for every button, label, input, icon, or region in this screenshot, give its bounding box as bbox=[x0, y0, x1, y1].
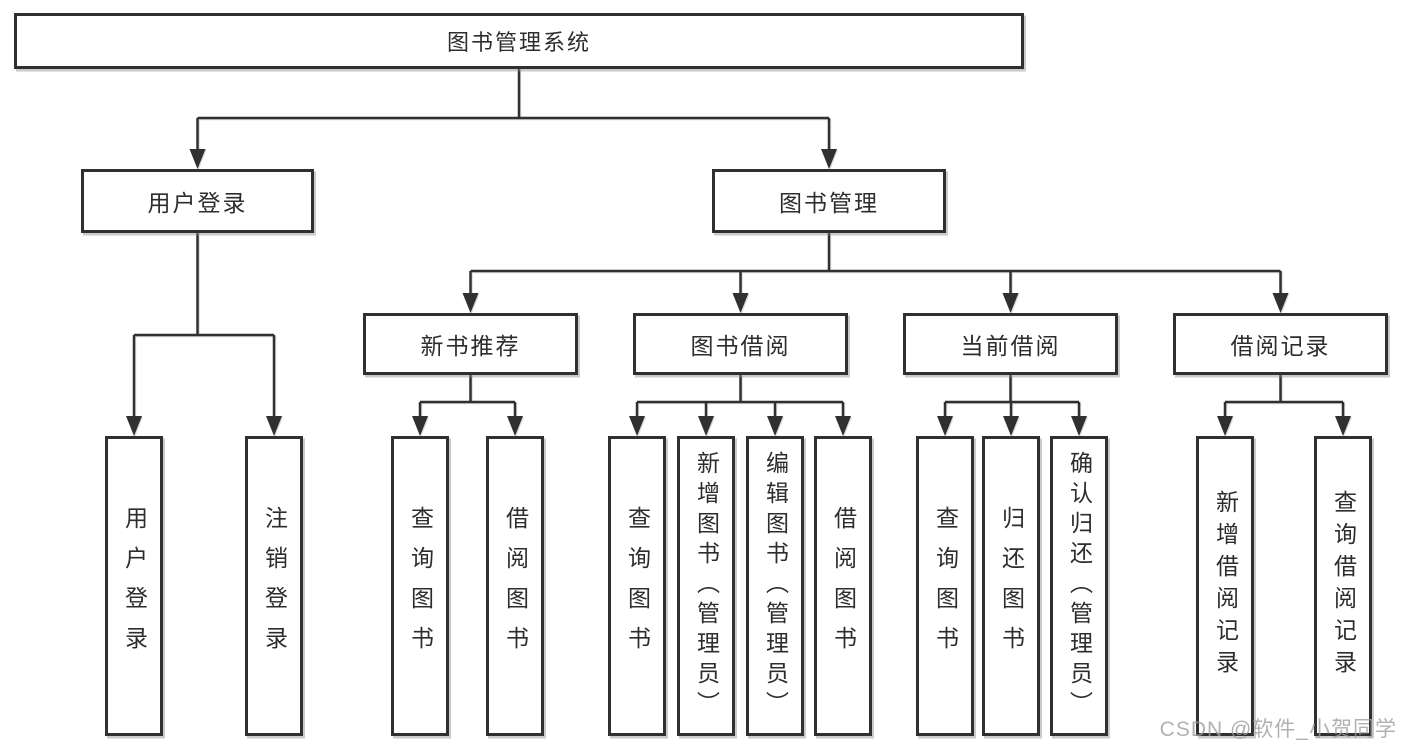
arrow-down-icon bbox=[732, 293, 749, 313]
arrow-down-icon bbox=[266, 416, 282, 436]
leaf-confirm-return-admin: 确认归还（管理员） bbox=[1050, 436, 1108, 736]
leaf-query-books-recommend: 查询图书 bbox=[391, 436, 449, 736]
arrow-down-icon bbox=[767, 416, 783, 436]
arrow-down-icon bbox=[937, 416, 953, 436]
arrow-down-icon bbox=[1002, 293, 1019, 313]
arrow-down-icon bbox=[1272, 293, 1289, 313]
leaf-add-book-admin: 新增图书（管理员） bbox=[677, 436, 735, 736]
leaf-logout: 注销登录 bbox=[245, 436, 303, 736]
arrow-down-icon bbox=[412, 416, 428, 436]
leaf-borrow-books: 借阅图书 bbox=[814, 436, 872, 736]
arrow-down-icon bbox=[462, 293, 479, 313]
arrow-down-icon bbox=[821, 149, 837, 169]
leaf-edit-book-admin: 编辑图书（管理员） bbox=[746, 436, 804, 736]
leaf-return-books: 归还图书 bbox=[982, 436, 1040, 736]
arrow-down-icon bbox=[1335, 416, 1351, 436]
leaf-query-books-current: 查询图书 bbox=[916, 436, 974, 736]
arrow-down-icon bbox=[1071, 416, 1087, 436]
arrow-down-icon bbox=[629, 416, 645, 436]
arrow-down-icon bbox=[126, 416, 142, 436]
node-current-borrow: 当前借阅 bbox=[903, 313, 1118, 375]
node-book-management-module: 图书管理 bbox=[712, 169, 946, 233]
arrow-down-icon bbox=[835, 416, 851, 436]
node-book-borrow: 图书借阅 bbox=[633, 313, 848, 375]
node-user-login-module: 用户登录 bbox=[81, 169, 314, 233]
arrow-down-icon bbox=[698, 416, 714, 436]
arrow-down-icon bbox=[1003, 416, 1019, 436]
leaf-user-login: 用户登录 bbox=[105, 436, 163, 736]
node-new-book-recommend: 新书推荐 bbox=[363, 313, 578, 375]
arrow-down-icon bbox=[189, 149, 206, 169]
connector-path bbox=[132, 69, 1345, 418]
arrowheads bbox=[126, 149, 1351, 436]
leaf-query-books-borrow: 查询图书 bbox=[608, 436, 666, 736]
leaf-query-borrow-record: 查询借阅记录 bbox=[1314, 436, 1372, 736]
arrow-down-icon bbox=[507, 416, 523, 436]
node-root-system: 图书管理系统 bbox=[14, 13, 1024, 69]
arrow-down-icon bbox=[1217, 416, 1233, 436]
node-borrow-records: 借阅记录 bbox=[1173, 313, 1388, 375]
leaf-add-borrow-record: 新增借阅记录 bbox=[1196, 436, 1254, 736]
leaf-borrow-books-recommend: 借阅图书 bbox=[486, 436, 544, 736]
csdn-watermark: CSDN @软件_小贺同学 bbox=[1159, 718, 1397, 741]
